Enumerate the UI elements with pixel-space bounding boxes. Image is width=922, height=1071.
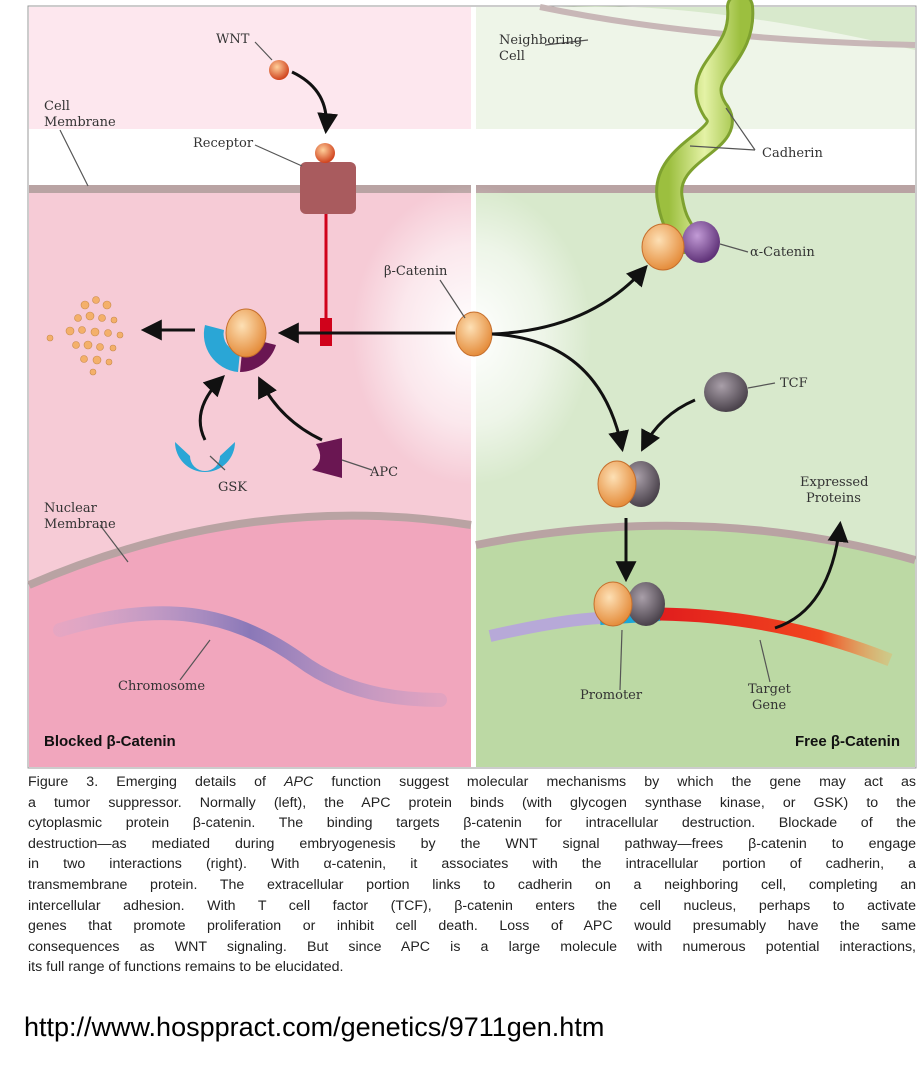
label-cell-membrane-1: Cell bbox=[44, 99, 70, 114]
label-neighboring-cell-1: Neighboring bbox=[499, 33, 582, 48]
caption-line: cytoplasmic protein β-catenin. The bindi… bbox=[28, 815, 916, 832]
alpha-catenin bbox=[682, 221, 720, 263]
right-nucleus bbox=[476, 525, 915, 767]
label-target-gene-2: Gene bbox=[752, 698, 786, 713]
wnt-arrow bbox=[291, 70, 339, 135]
label-beta-catenin: β-Catenin bbox=[384, 264, 448, 279]
apc-molecule bbox=[312, 438, 342, 478]
arrow-gsk bbox=[198, 375, 225, 441]
caption-line: its full range of functions remains to b… bbox=[28, 959, 344, 976]
label-cadherin: Cadherin bbox=[762, 146, 823, 161]
label-neighboring-cell-2: Cell bbox=[499, 49, 525, 64]
caption-line: consequences as WNT signaling. But since… bbox=[28, 938, 916, 955]
chromosome-strand bbox=[53, 606, 447, 707]
beta-catenin-free bbox=[455, 311, 493, 357]
label-cell-membrane-2: Membrane bbox=[44, 115, 116, 130]
label-promoter: Promoter bbox=[580, 688, 643, 703]
label-expressed-proteins-1: Expressed bbox=[800, 475, 868, 490]
caption-line: a tumor suppressor. Normally (left), the… bbox=[28, 794, 916, 811]
beta-catenin-on-promoter bbox=[593, 581, 633, 627]
caption-line: Figure 3. Emerging details of APC functi… bbox=[28, 774, 916, 790]
left-membrane-gap bbox=[29, 129, 471, 189]
label-alpha-catenin: α-Catenin bbox=[750, 245, 815, 260]
label-nuclear-membrane-1: Nuclear bbox=[44, 501, 98, 516]
left-nuclear-membrane bbox=[27, 511, 472, 589]
beta-catenin-in-complex-right bbox=[597, 460, 637, 508]
left-panel-title: Blocked β-Catenin bbox=[44, 733, 176, 750]
tcf-molecule bbox=[704, 372, 748, 412]
dna-strand bbox=[488, 612, 601, 642]
left-extracellular bbox=[29, 7, 471, 129]
caption-line: genes that promote proliferation or inhi… bbox=[28, 918, 916, 935]
caption-line: intercellular adhesion. With T cell fact… bbox=[28, 897, 916, 914]
beta-catenin-in-complex bbox=[225, 308, 267, 358]
label-tcf: TCF bbox=[780, 376, 808, 391]
arrow-to-alpha-catenin bbox=[491, 264, 648, 336]
label-gsk: GSK bbox=[218, 480, 247, 495]
source-url[interactable]: http://www.hosppract.com/genetics/9711ge… bbox=[24, 1012, 605, 1042]
right-panel-title: Free β-Catenin bbox=[795, 733, 900, 750]
figure-caption: Figure 3. Emerging details of APC functi… bbox=[28, 772, 916, 978]
label-chromosome: Chromosome bbox=[118, 679, 205, 694]
label-expressed-proteins-2: Proteins bbox=[806, 491, 861, 506]
gsk-in-complex bbox=[203, 325, 240, 372]
receptor bbox=[300, 162, 356, 214]
right-nuclear-membrane bbox=[475, 521, 917, 564]
arrow-apc bbox=[258, 376, 323, 442]
caption-line: destruction—as mediated during embryogen… bbox=[28, 835, 916, 852]
arrow-to-nucleus bbox=[491, 332, 629, 453]
label-wnt: WNT bbox=[216, 32, 250, 47]
neighbor-cell-membrane bbox=[539, 4, 916, 48]
degraded-fragments bbox=[46, 296, 124, 376]
label-apc: APC bbox=[369, 465, 398, 480]
arrow-tcf bbox=[641, 398, 696, 452]
figure-diagram: WNT Cell Membrane Receptor β-Catenin GSK… bbox=[27, 0, 917, 769]
arrow-expressed-proteins bbox=[774, 520, 849, 630]
label-pointers bbox=[59, 39, 776, 691]
caption-line: in two interactions (right). With α-cate… bbox=[28, 856, 916, 873]
tcf-on-promoter bbox=[627, 582, 665, 626]
label-target-gene-1: Target bbox=[748, 682, 792, 697]
gsk-molecule bbox=[175, 442, 235, 472]
label-receptor: Receptor bbox=[193, 136, 254, 151]
beta-catenin-membrane bbox=[641, 223, 685, 271]
cadherin bbox=[658, 0, 752, 251]
label-nuclear-membrane-2: Membrane bbox=[44, 517, 116, 532]
apc-in-complex bbox=[240, 340, 276, 372]
wnt-molecule bbox=[269, 60, 289, 80]
left-nucleus bbox=[29, 515, 471, 767]
destruction-complex bbox=[203, 308, 276, 372]
wnt-bound bbox=[315, 143, 335, 163]
caption-line: transmembrane protein. The extracellular… bbox=[28, 876, 916, 893]
caption-gene-name: APC bbox=[284, 774, 314, 790]
right-panel bbox=[475, 4, 917, 767]
